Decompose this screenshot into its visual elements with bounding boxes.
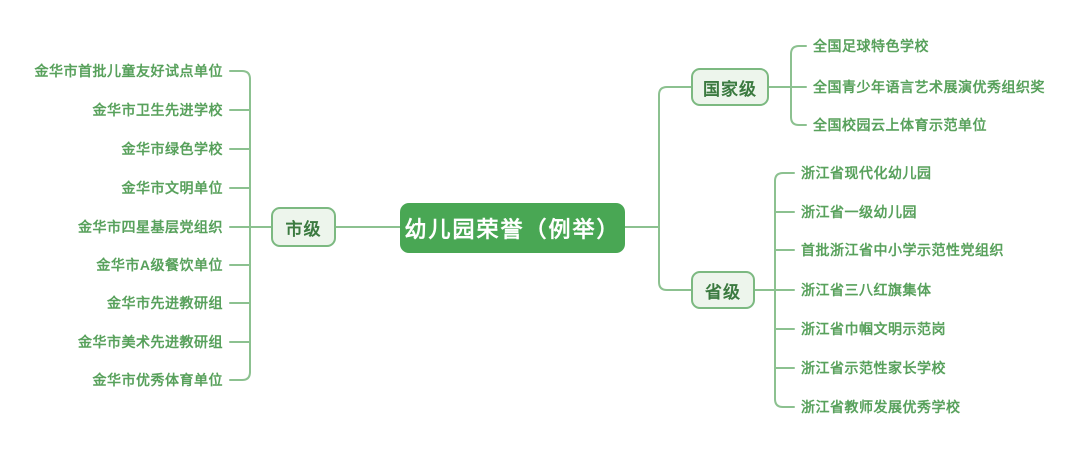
connector: [229, 70, 251, 80]
leaf-provincial-0: 浙江省现代化幼儿园: [801, 165, 932, 181]
connector: [658, 86, 692, 228]
leaf-municipal-7: 金华市美术先进教研组: [78, 334, 223, 350]
leaf-municipal-6: 金华市先进教研组: [107, 295, 223, 311]
central-topic-node: 幼儿园荣誉（例举）: [400, 203, 625, 253]
leaf-provincial-1: 浙江省一级幼儿园: [801, 204, 917, 220]
leaf-municipal-2: 金华市绿色学校: [121, 141, 223, 157]
connector: [790, 116, 807, 126]
leaf-provincial-6: 浙江省教师发展优秀学校: [801, 399, 961, 415]
leaf-provincial-3: 浙江省三八红旗集体: [801, 282, 932, 298]
leaf-municipal-4: 金华市四星基层党组织: [78, 219, 223, 235]
leaf-municipal-3: 金华市文明单位: [121, 180, 223, 196]
leaf-national-0: 全国足球特色学校: [813, 38, 929, 54]
branch-node-provincial: 省级: [691, 271, 755, 309]
connector: [229, 371, 251, 381]
leaf-municipal-0: 金华市首批儿童友好试点单位: [34, 63, 223, 79]
leaf-national-2: 全国校园云上体育示范单位: [813, 117, 987, 133]
leaf-municipal-1: 金华市卫生先进学校: [92, 102, 223, 118]
connector: [774, 398, 795, 408]
leaf-municipal-5: 金华市A级餐饮单位: [96, 257, 223, 273]
leaf-provincial-2: 首批浙江省中小学示范性党组织: [801, 242, 1004, 258]
branch-node-national: 国家级: [691, 68, 769, 106]
leaf-provincial-4: 浙江省巾帼文明示范岗: [801, 321, 946, 337]
connector: [774, 172, 795, 182]
connector: [658, 226, 692, 291]
leaf-municipal-8: 金华市优秀体育单位: [92, 372, 223, 388]
branch-node-municipal: 市级: [271, 207, 336, 247]
leaf-provincial-5: 浙江省示范性家长学校: [801, 360, 946, 376]
leaf-national-1: 全国青少年语言艺术展演优秀组织奖: [813, 79, 1045, 95]
connector: [790, 45, 807, 55]
